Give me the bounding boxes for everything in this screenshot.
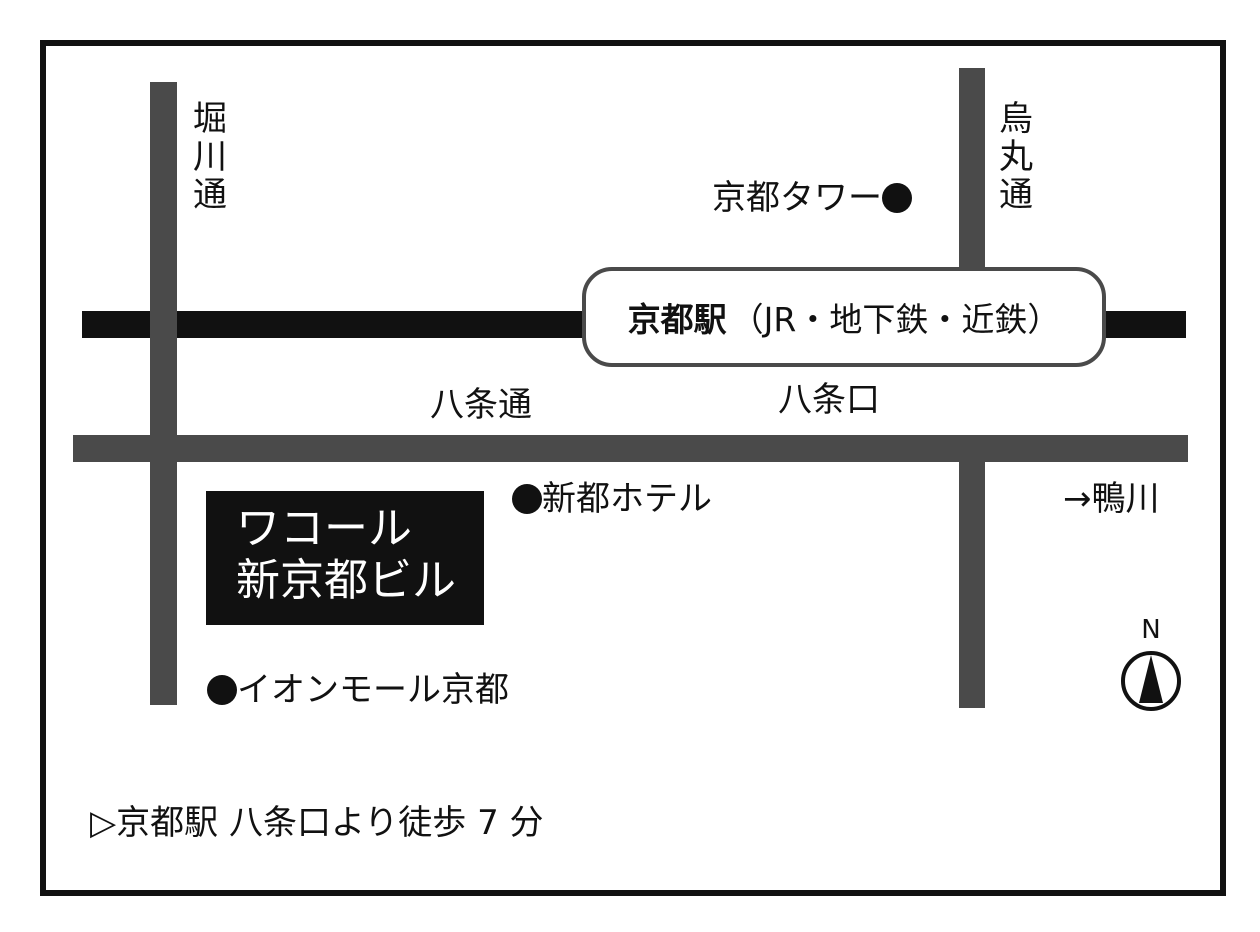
aeon-mall-label: イオンモール京都 [207, 673, 509, 707]
map-frame [40, 40, 1226, 896]
compass: N [1119, 617, 1183, 717]
station-name: 京都駅 [627, 300, 727, 339]
kyoto-tower-label: 京都タワー [712, 181, 912, 215]
hachijo-dori-label: 八条通 [430, 385, 532, 425]
access-note: ▷京都駅 八条口より徒歩 7 分 [90, 803, 544, 843]
horikawa-road [150, 82, 177, 705]
karasuma-road-south [959, 460, 985, 708]
karasuma-road-north [959, 68, 985, 273]
aeon-mall-marker [207, 675, 237, 705]
kamogawa-label: →鴨川 [1063, 479, 1160, 519]
wacoal-building: ワコール 新京都ビル [206, 491, 484, 625]
hachijo-road [73, 435, 1188, 462]
hotel-marker [512, 484, 542, 514]
hotel-name: 新都ホテル [542, 479, 712, 519]
building-name-line1: ワコール [236, 503, 412, 554]
kyoto-tower-marker [882, 183, 912, 213]
station-lines: （JR・地下鉄・近鉄） [730, 300, 1061, 339]
north-arrow-icon [1121, 651, 1181, 711]
compass-north-label: N [1141, 615, 1161, 645]
building-name-line2: 新京都ビル [236, 555, 456, 606]
hachijo-exit-label: 八条口 [778, 380, 880, 420]
karasuma-dori-label: 烏 丸 通 [999, 99, 1033, 215]
shin-miyako-hotel-label: 新都ホテル [512, 482, 712, 516]
aeon-mall-name: イオンモール京都 [237, 670, 509, 710]
kyoto-tower-name: 京都タワー [712, 178, 882, 218]
horikawa-dori-label: 堀 川 通 [193, 99, 227, 215]
kyoto-station: 京都駅 （JR・地下鉄・近鉄） [582, 267, 1106, 367]
